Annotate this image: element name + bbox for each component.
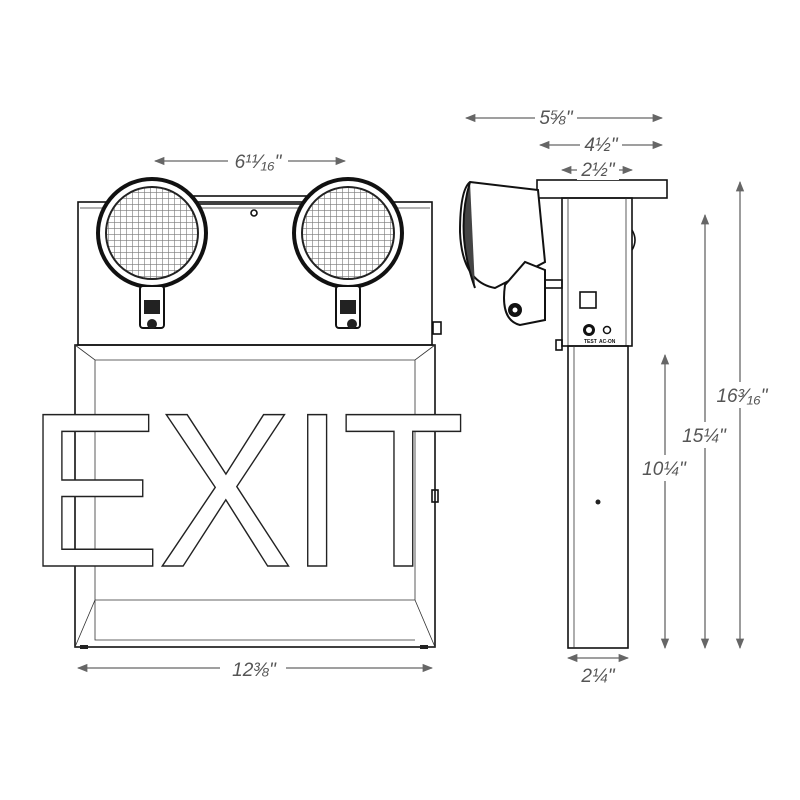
- svg-text:12⅜": 12⅜": [232, 660, 277, 681]
- exit-panel: [74, 344, 436, 648]
- dimension-box-depth: 2½": [560, 158, 634, 181]
- ac-on-label: AC-ON: [599, 339, 616, 345]
- svg-text:2½": 2½": [580, 160, 615, 181]
- side-view: TEST AC-ON: [458, 179, 668, 649]
- exit-letters: EXIT: [26, 367, 461, 613]
- dimension-canopy: 4½": [538, 133, 664, 156]
- dimension-stem-height: 10¼": [636, 353, 694, 650]
- svg-text:10¼": 10¼": [642, 459, 687, 480]
- svg-text:2¼": 2¼": [580, 666, 615, 687]
- svg-text:5⅝": 5⅝": [539, 108, 573, 129]
- dimension-lamp-spacing: 6¹¹⁄₁₆": [153, 150, 347, 173]
- screw-icon: [250, 209, 258, 217]
- electronics-box: [561, 197, 633, 347]
- dimension-overall-height: 16³⁄₁₆": [714, 180, 770, 650]
- front-view: EXIT: [26, 177, 466, 649]
- svg-text:15¼": 15¼": [682, 426, 727, 447]
- test-switch: [432, 321, 442, 335]
- dimension-height-to-box: 15¼": [676, 213, 734, 650]
- lamp-head-right: [292, 177, 404, 329]
- dimension-stem-depth: 2¼": [566, 653, 630, 687]
- lamp-head-left: [96, 177, 208, 329]
- svg-text:6¹¹⁄₁₆": 6¹¹⁄₁₆": [235, 152, 283, 173]
- stem: [567, 345, 629, 649]
- dimension-width: 12⅜": [76, 656, 434, 681]
- indicator-window: [579, 291, 597, 309]
- svg-text:4½": 4½": [584, 135, 618, 156]
- lamp-head-side: [458, 180, 563, 327]
- dimension-overall-depth: 5⅝": [464, 106, 664, 129]
- svg-text:16³⁄₁₆": 16³⁄₁₆": [716, 386, 768, 407]
- canopy: [536, 179, 668, 199]
- test-label: TEST: [584, 339, 597, 345]
